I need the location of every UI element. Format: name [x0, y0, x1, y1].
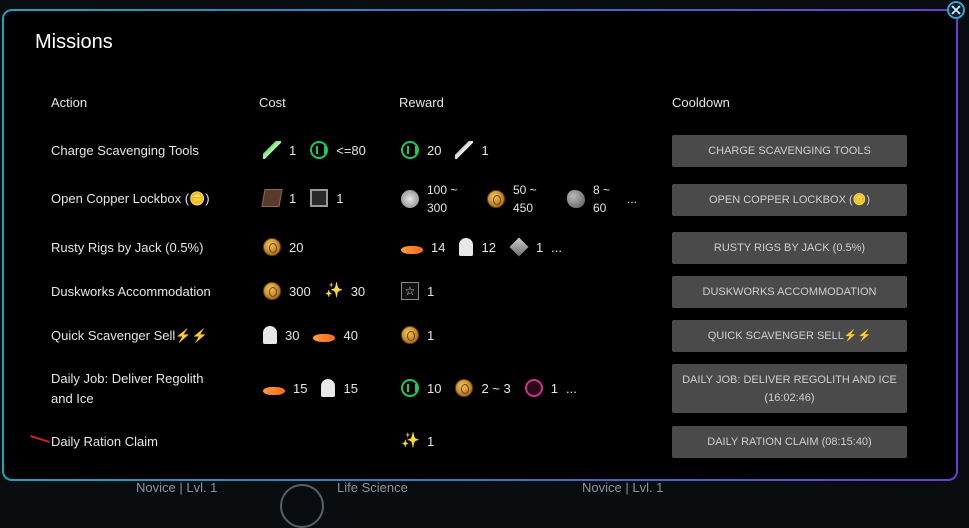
copper-lockbox-icon — [261, 189, 283, 207]
mission-label-rusty-rigs: Rusty Rigs by Jack (0.5%) — [51, 240, 204, 255]
open-copper-lockbox-button[interactable]: OPEN COPPER LOCKBOX (🪙) — [672, 184, 907, 216]
cost-cell: 20 — [263, 238, 303, 256]
claw-icon: ✨ — [324, 282, 344, 299]
framed-box-icon — [310, 189, 329, 207]
claw-icon: ✨ — [401, 432, 420, 449]
fish-icon — [401, 245, 423, 254]
green-energy-icon — [401, 379, 419, 397]
modal-title: Missions — [35, 31, 113, 53]
gold-coin-icon — [455, 379, 474, 397]
fish-icon — [313, 333, 336, 342]
quick-scavenger-sell-button[interactable]: QUICK SCAVENGER SELL⚡⚡ — [672, 320, 907, 352]
gold-coin-icon — [487, 190, 505, 208]
more-rewards-icon[interactable]: ... — [551, 239, 563, 255]
duskworks-accommodation-button[interactable]: DUSKWORKS ACCOMMODATION — [672, 276, 907, 308]
green-energy-icon — [310, 141, 329, 159]
bg-skill-label: Life Science — [337, 480, 408, 495]
cost-cell: 30 40 — [263, 326, 358, 344]
mission-label-open-lockbox: Open Copper Lockbox (🪙) — [51, 191, 210, 206]
crate-icon — [509, 237, 529, 257]
rock-icon — [567, 190, 585, 208]
cost-cell: 300 ✨30 — [263, 282, 365, 300]
cost-cell: 1 <=80 — [263, 141, 366, 159]
pink-ring-icon — [524, 379, 543, 397]
gold-coin-icon — [263, 238, 281, 256]
header-reward: Reward — [399, 95, 444, 110]
ghost-icon — [263, 326, 277, 344]
reward-cell: 100 ~ 300 50 ~ 450 8 ~ 60 ... — [401, 181, 637, 217]
silver-coin-icon — [401, 190, 419, 208]
fish-icon — [263, 386, 285, 395]
ghost-icon — [321, 379, 336, 397]
reward-cell: ✨1 — [401, 432, 435, 449]
star-frame-icon: ☆ — [401, 282, 419, 300]
ghost-icon — [459, 238, 474, 256]
header-cost: Cost — [259, 95, 286, 110]
mission-label-quick-sell: Quick Scavenger Sell⚡⚡ — [51, 328, 208, 343]
more-rewards-icon[interactable]: ... — [565, 380, 577, 396]
mission-label-duskworks: Duskworks Accommodation — [51, 284, 211, 299]
more-rewards-icon[interactable]: ... — [627, 192, 638, 206]
daily-job-button[interactable]: DAILY JOB: DELIVER REGOLITH AND ICE (16:… — [672, 364, 907, 413]
header-cooldown: Cooldown — [672, 95, 730, 110]
bg-level-left: Novice | Lvl. 1 — [136, 480, 218, 495]
bg-skill-icon — [280, 484, 324, 528]
rusty-rigs-button[interactable]: RUSTY RIGS BY JACK (0.5%) — [672, 232, 907, 264]
mission-label-daily-job: Daily Job: Deliver Regolith and Ice — [51, 371, 204, 406]
reward-cell: 1 — [401, 326, 434, 344]
bg-level-right: Novice | Lvl. 1 — [582, 480, 664, 495]
green-energy-icon — [401, 141, 419, 159]
green-vial-icon — [263, 141, 281, 159]
charge-scavenging-tools-button[interactable]: CHARGE SCAVENGING TOOLS — [672, 135, 907, 167]
reward-cell: 10 2 ~ 3 1 ... — [401, 379, 577, 397]
reward-cell: 14 12 1 ... — [401, 237, 563, 257]
daily-ration-claim-button[interactable]: DAILY RATION CLAIM (08:15:40) — [672, 426, 907, 458]
reward-cell: 20 1 — [401, 141, 489, 159]
gold-coin-icon — [401, 326, 419, 344]
cost-cell: 15 15 — [263, 379, 358, 397]
gold-coin-icon — [263, 282, 281, 300]
cost-cell: 1 1 — [261, 189, 343, 207]
close-icon[interactable] — [947, 1, 965, 19]
mission-label-charge-tools: Charge Scavenging Tools — [51, 143, 199, 158]
silver-vial-icon — [455, 141, 474, 159]
mission-label-daily-ration: Daily Ration Claim — [51, 434, 158, 449]
header-action: Action — [51, 95, 88, 110]
reward-cell: ☆1 — [401, 282, 434, 300]
